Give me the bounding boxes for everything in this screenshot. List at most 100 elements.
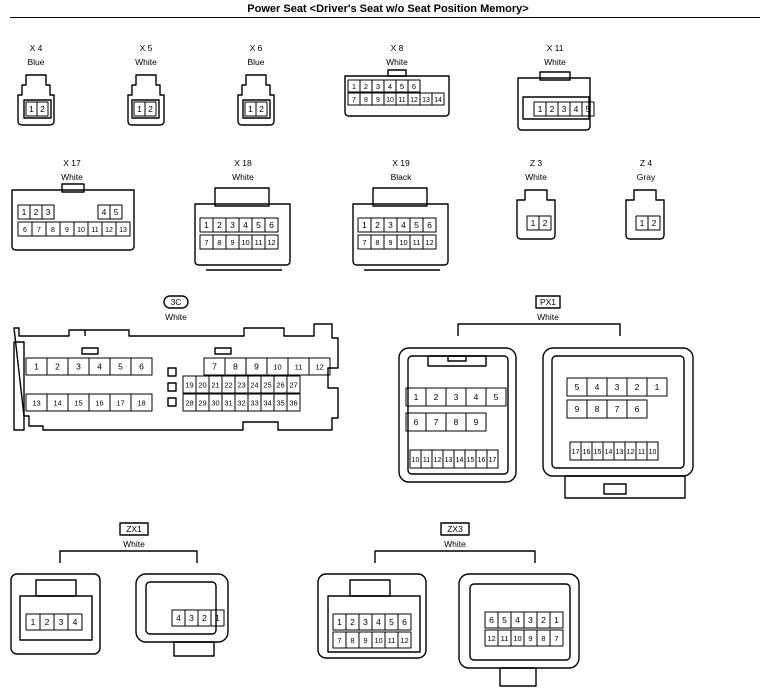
- svg-text:8: 8: [595, 404, 600, 414]
- svg-text:8: 8: [375, 238, 379, 247]
- zx3-left-pin-5: 5: [384, 613, 399, 631]
- svg-text:16: 16: [478, 457, 486, 464]
- px1-right-pin-6: 6: [626, 399, 648, 419]
- svg-text:2: 2: [375, 220, 380, 230]
- svg-text:1: 1: [248, 104, 253, 114]
- x18-pin-5: 5: [251, 217, 266, 233]
- x8-pin-7: 7: [347, 92, 361, 106]
- px1-right-pin-5: 5: [566, 377, 588, 397]
- page-title: Power Seat <Driver's Seat w/o Seat Posit…: [247, 3, 529, 15]
- 3c-pin-25: 25: [260, 375, 275, 394]
- svg-text:25: 25: [263, 381, 271, 390]
- x8-pin-6: 6: [407, 79, 421, 93]
- x11-pin-3: 3: [557, 101, 571, 117]
- x8-pin-12: 12: [407, 92, 421, 106]
- svg-text:4: 4: [388, 82, 392, 91]
- x19-pin-5: 5: [409, 217, 424, 233]
- svg-text:13: 13: [119, 227, 127, 234]
- svg-text:2: 2: [364, 82, 368, 91]
- x4-pin-1: 1: [25, 101, 38, 117]
- zx1-id: ZX1: [126, 524, 142, 534]
- px1-left-pin-4: 4: [465, 387, 487, 407]
- zx3-id: ZX3: [447, 524, 463, 534]
- svg-text:4: 4: [73, 617, 78, 627]
- svg-text:33: 33: [250, 399, 258, 408]
- x6-id: X 6: [250, 43, 263, 53]
- svg-text:5: 5: [502, 615, 507, 625]
- x8-pin-1: 1: [347, 79, 361, 93]
- svg-text:4: 4: [176, 613, 181, 623]
- svg-text:13: 13: [445, 457, 453, 464]
- connector-zx3[interactable]: ZX3 White: [317, 522, 580, 687]
- svg-text:3: 3: [230, 220, 235, 230]
- x18-pin-1: 1: [199, 217, 214, 233]
- connector-3c[interactable]: 3C White: [13, 295, 339, 431]
- svg-text:1: 1: [352, 82, 356, 91]
- px1-left-pin-7: 7: [425, 412, 447, 432]
- x18-id: X 18: [234, 158, 252, 168]
- svg-text:6: 6: [23, 227, 27, 234]
- svg-text:2: 2: [34, 207, 39, 217]
- svg-text:7: 7: [337, 636, 341, 645]
- svg-text:2: 2: [148, 104, 153, 114]
- svg-text:1: 1: [362, 220, 367, 230]
- x4-color: Blue: [27, 57, 44, 67]
- connector-x11[interactable]: X 11 White: [517, 43, 591, 131]
- connector-x8[interactable]: X 8 White: [344, 43, 450, 117]
- x19-pin-9: 9: [383, 234, 398, 250]
- z4-pin-1: 1: [635, 215, 649, 231]
- svg-text:5: 5: [575, 382, 580, 392]
- connector-x18[interactable]: X 18 White: [194, 158, 291, 271]
- svg-text:13: 13: [422, 97, 430, 104]
- px1-right-pin-13: 13: [613, 441, 626, 461]
- 3c-pin-35: 35: [273, 393, 288, 412]
- svg-text:10: 10: [649, 449, 657, 456]
- svg-text:6: 6: [269, 220, 274, 230]
- connector-x4[interactable]: X 4 Blue: [17, 43, 55, 126]
- connector-x6[interactable]: X 6 Blue: [237, 43, 275, 126]
- px1-left-pin-8: 8: [445, 412, 467, 432]
- x8-pin-4: 4: [383, 79, 397, 93]
- px1-right-pin-12: 12: [624, 441, 637, 461]
- connector-zx1[interactable]: ZX1 White: [10, 522, 229, 657]
- svg-text:2: 2: [543, 218, 548, 228]
- svg-text:8: 8: [233, 362, 238, 372]
- connector-z4[interactable]: Z 4 Gray: [625, 158, 665, 240]
- px1-right-pin-2: 2: [626, 377, 648, 397]
- svg-text:6: 6: [414, 417, 419, 427]
- connector-px1[interactable]: PX1 White: [398, 295, 694, 499]
- svg-text:7: 7: [352, 97, 356, 104]
- svg-text:10: 10: [273, 363, 281, 372]
- svg-text:35: 35: [276, 399, 284, 408]
- px1-right-pin-7: 7: [606, 399, 628, 419]
- zx3-left-pin-8: 8: [345, 631, 360, 649]
- 3c-pin-34: 34: [260, 393, 275, 412]
- svg-text:14: 14: [53, 399, 61, 408]
- 3c-pin-31: 31: [221, 393, 236, 412]
- svg-text:3: 3: [363, 617, 368, 627]
- svg-text:9: 9: [254, 362, 259, 372]
- px1-id: PX1: [540, 297, 556, 307]
- connector-z3[interactable]: Z 3 White: [516, 158, 556, 240]
- svg-text:12: 12: [487, 634, 495, 643]
- svg-text:1: 1: [531, 218, 536, 228]
- zx3-right-pin-2: 2: [536, 611, 551, 629]
- x17-pin-11: 11: [87, 221, 103, 237]
- svg-text:5: 5: [414, 220, 419, 230]
- connector-x5[interactable]: X 5 White: [127, 43, 165, 126]
- x8-pin-11: 11: [395, 92, 409, 106]
- 3c-pin-19: 19: [182, 375, 197, 394]
- 3c-color: White: [165, 312, 187, 322]
- connector-x19[interactable]: X 19 Black: [352, 158, 449, 271]
- svg-text:11: 11: [501, 634, 509, 643]
- zx3-right-pin-3: 3: [523, 611, 538, 629]
- zx3-left-pin-4: 4: [371, 613, 386, 631]
- x18-pin-9: 9: [225, 234, 240, 250]
- connector-x17[interactable]: X 17 White: [11, 158, 135, 251]
- 3c-pin-8: 8: [224, 357, 247, 376]
- x19-pin-8: 8: [370, 234, 385, 250]
- px1-left-pin-2: 2: [425, 387, 447, 407]
- x8-pin-9: 9: [371, 92, 385, 106]
- px1-right-pin-14: 14: [602, 441, 615, 461]
